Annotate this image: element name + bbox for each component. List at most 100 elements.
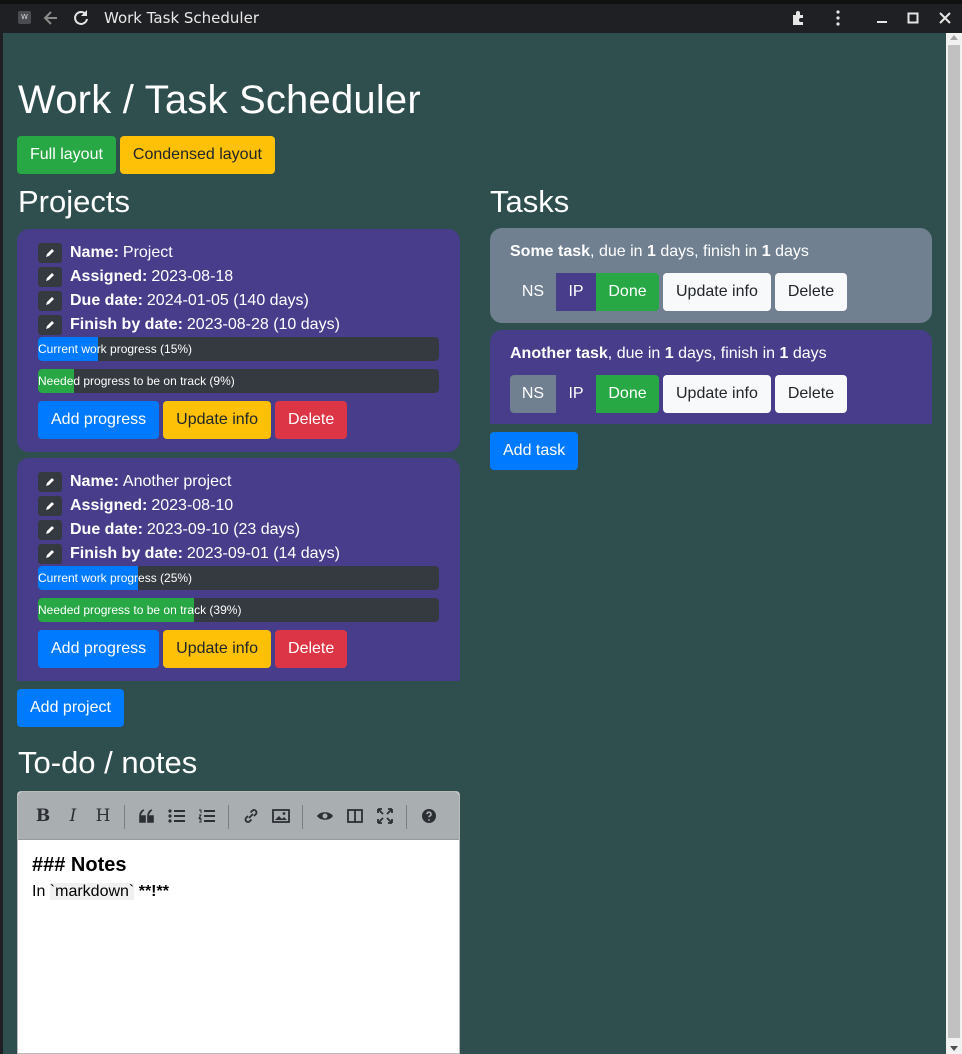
fullscreen-icon[interactable] — [374, 805, 396, 827]
preview-eye-icon[interactable] — [314, 805, 336, 827]
toolbar-divider — [228, 805, 229, 829]
project-assigned-row: Assigned: 2023-08-18 — [38, 267, 233, 287]
task-finish-days: 1 — [761, 243, 771, 260]
pencil-edit-icon[interactable] — [38, 496, 62, 516]
scroll-up-arrow-icon[interactable] — [950, 35, 958, 40]
update-info-button[interactable]: Update info — [663, 273, 771, 311]
favicon-icon: W — [18, 11, 31, 24]
pencil-edit-icon[interactable] — [38, 315, 62, 335]
task-text: days, finish in — [673, 345, 780, 362]
project-name-row: Name: Project — [38, 243, 173, 263]
add-project-button[interactable]: Add project — [17, 689, 124, 727]
status-done-button[interactable]: Done — [596, 375, 659, 413]
extensions-puzzle-icon[interactable] — [788, 8, 808, 28]
pencil-edit-icon[interactable] — [38, 472, 62, 492]
status-ns-button[interactable]: NS — [510, 273, 556, 311]
delete-button[interactable]: Delete — [275, 630, 348, 668]
add-progress-button[interactable]: Add progress — [38, 630, 160, 668]
back-arrow-icon[interactable] — [41, 7, 61, 29]
unordered-list-icon[interactable] — [166, 805, 188, 827]
ordered-list-icon[interactable] — [196, 805, 218, 827]
notes-bold: **!** — [134, 883, 169, 900]
task-text: days, finish in — [655, 243, 762, 260]
tasks-heading: Tasks — [490, 184, 570, 219]
task-text: days — [788, 345, 827, 362]
pencil-edit-icon[interactable] — [38, 267, 62, 287]
toolbar-divider — [124, 805, 125, 829]
italic-button[interactable]: I — [69, 806, 77, 826]
update-info-button[interactable]: Update info — [163, 630, 272, 668]
pencil-edit-icon[interactable] — [38, 243, 62, 263]
field-label: Finish by date: — [70, 316, 183, 333]
task-due-days: 1 — [646, 243, 656, 260]
editor-content[interactable]: ### Notes In `markdown` **!** — [18, 840, 459, 915]
task-due-days: 1 — [664, 345, 674, 362]
task-actions: NS IP Done Update info Delete — [510, 273, 848, 311]
project-due-row: Due date: 2023-09-10 (23 days) — [38, 520, 300, 540]
browser-titlebar: W Work Task Scheduler — [0, 0, 962, 33]
notes-text-line: In `markdown` **!** — [32, 883, 445, 901]
field-label: Due date: — [70, 521, 143, 538]
project-actions: Add progress Update info Delete — [38, 401, 348, 439]
pencil-edit-icon[interactable] — [38, 520, 62, 540]
field-label: Assigned: — [70, 497, 148, 514]
task-description: Another task, due in 1 days, finish in 1… — [510, 345, 827, 363]
delete-button[interactable]: Delete — [774, 375, 848, 413]
status-ip-button[interactable]: IP — [556, 375, 596, 413]
task-card: Some task, due in 1 days, finish in 1 da… — [490, 228, 932, 323]
full-layout-button[interactable]: Full layout — [17, 136, 116, 174]
task-finish-days: 1 — [779, 345, 789, 362]
current-progress-fill — [38, 566, 139, 590]
project-assigned-value: 2023-08-18 — [151, 268, 234, 285]
delete-button[interactable]: Delete — [774, 273, 848, 311]
markdown-editor: B I H — [17, 791, 460, 1054]
status-ip-button[interactable]: IP — [556, 273, 596, 311]
project-name-value: Another project — [122, 473, 232, 490]
project-card: Name: Another project Assigned: 2023-08-… — [17, 458, 460, 681]
pencil-edit-icon[interactable] — [38, 291, 62, 311]
minimize-icon[interactable] — [872, 8, 892, 28]
needed-progress-label: Needed progress to be on track (9%) — [38, 374, 235, 388]
task-name: Another task — [510, 345, 608, 362]
editor-toolbar: B I H — [18, 792, 459, 840]
delete-button[interactable]: Delete — [275, 401, 348, 439]
help-icon[interactable] — [418, 805, 440, 827]
task-text: , due in — [607, 345, 665, 362]
link-icon[interactable] — [240, 805, 262, 827]
notes-code: `markdown` — [49, 883, 135, 900]
needed-progress-label: Needed progress to be on track (39%) — [38, 603, 242, 617]
current-progress-bar: Current work progress (15%) — [38, 337, 439, 361]
status-ns-button[interactable]: NS — [510, 375, 556, 413]
close-icon[interactable] — [935, 8, 955, 28]
needed-progress-fill — [38, 369, 75, 393]
maximize-icon[interactable] — [903, 8, 923, 28]
window-title: Work Task Scheduler — [104, 9, 259, 27]
pencil-edit-icon[interactable] — [38, 544, 62, 564]
current-progress-fill — [38, 337, 99, 361]
menu-kebab-icon[interactable] — [828, 8, 848, 28]
toolbar-divider — [302, 805, 303, 829]
bold-button[interactable]: B — [35, 806, 51, 826]
vertical-scrollbar[interactable] — [946, 33, 962, 1054]
status-done-button[interactable]: Done — [596, 273, 659, 311]
task-description: Some task, due in 1 days, finish in 1 da… — [510, 243, 809, 261]
update-info-button[interactable]: Update info — [163, 401, 272, 439]
add-progress-button[interactable]: Add progress — [38, 401, 160, 439]
notes-text: In — [32, 883, 50, 900]
project-actions: Add progress Update info Delete — [38, 630, 348, 668]
heading-button[interactable]: H — [95, 806, 111, 826]
project-assigned-value: 2023-08-10 — [151, 497, 234, 514]
side-by-side-icon[interactable] — [344, 805, 366, 827]
condensed-layout-button[interactable]: Condensed layout — [119, 136, 275, 174]
reload-icon[interactable] — [71, 7, 91, 29]
scroll-down-arrow-icon[interactable] — [950, 1046, 958, 1051]
page-title: Work / Task Scheduler — [18, 78, 421, 122]
needed-progress-fill — [38, 598, 195, 622]
quote-icon[interactable] — [136, 805, 158, 827]
task-card: Another task, due in 1 days, finish in 1… — [490, 330, 932, 424]
image-icon[interactable] — [270, 805, 292, 827]
update-info-button[interactable]: Update info — [663, 375, 771, 413]
scroll-thumb[interactable] — [948, 45, 960, 1038]
add-task-button[interactable]: Add task — [490, 432, 579, 470]
current-progress-label: Current work progress (25%) — [38, 571, 193, 585]
